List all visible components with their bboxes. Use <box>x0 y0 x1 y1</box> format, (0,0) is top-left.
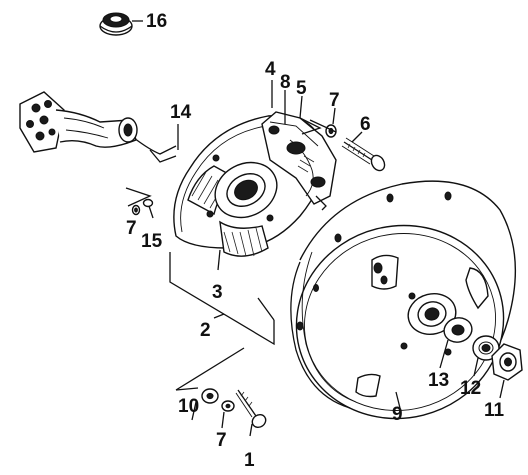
callout-5: 5 <box>296 78 307 99</box>
callout-labels: 16 14 4 8 5 7 6 7 15 3 2 10 7 1 9 13 12 … <box>126 11 505 471</box>
part-stator-plate <box>173 114 325 257</box>
callout-4: 4 <box>265 59 276 80</box>
part-lock-washer-12 <box>472 335 500 361</box>
part-bolt-6 <box>341 137 386 172</box>
callout-3: 3 <box>212 282 223 303</box>
callout-7-lower: 7 <box>216 430 227 451</box>
callout-1: 1 <box>244 450 255 471</box>
part-washer-7-lower <box>221 400 235 412</box>
callout-11: 11 <box>484 400 505 421</box>
callout-7-left: 7 <box>126 218 137 239</box>
part-washer-7-left <box>131 204 141 216</box>
callout-8: 8 <box>280 72 291 93</box>
part-grommet-cap <box>99 12 143 36</box>
callout-10: 10 <box>178 396 199 417</box>
part-screw-1 <box>235 389 267 429</box>
part-pulser-assembly <box>261 111 337 211</box>
callout-7-upper: 7 <box>329 90 340 111</box>
part-washer-13 <box>443 317 473 343</box>
part-screw-15 <box>142 198 154 219</box>
part-washer-10 <box>201 388 219 404</box>
callout-2: 2 <box>200 320 211 341</box>
part-nut-11 <box>491 343 523 381</box>
callout-13: 13 <box>428 370 449 391</box>
part-flywheel-rotor <box>290 180 516 420</box>
callout-16: 16 <box>146 11 167 32</box>
callout-9: 9 <box>392 404 403 425</box>
part-wire-harness-connector <box>19 91 177 163</box>
callout-14: 14 <box>170 102 192 123</box>
callout-15: 15 <box>141 231 163 252</box>
callout-6: 6 <box>360 114 371 135</box>
leader-lines <box>125 80 505 437</box>
callout-12: 12 <box>460 378 481 399</box>
